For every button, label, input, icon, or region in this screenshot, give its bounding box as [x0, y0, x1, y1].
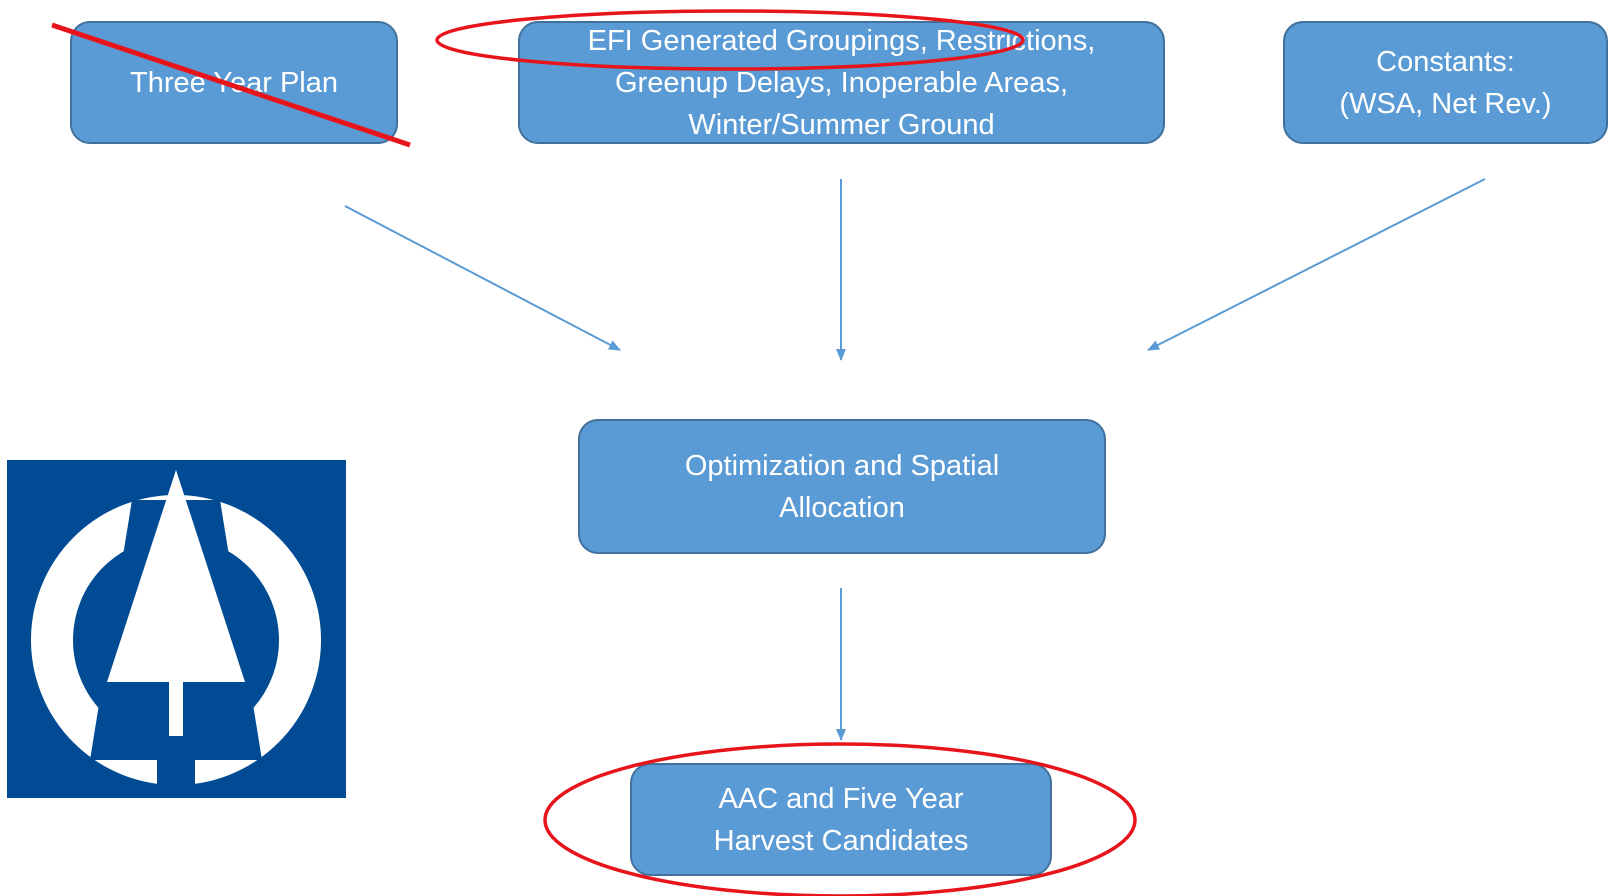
node-efi-line-3: Winter/Summer Ground	[688, 108, 995, 141]
node-aac-harvest: AAC and Five Year Harvest Candidates	[630, 763, 1052, 876]
node-optimization: Optimization and Spatial Allocation	[578, 419, 1106, 554]
node-three-year-plan-line-1: Three Year Plan	[130, 66, 338, 99]
node-constants-line-2: (WSA, Net Rev.)	[1339, 87, 1552, 120]
node-constants: Constants: (WSA, Net Rev.)	[1283, 21, 1608, 144]
edge-constants-to-optimization	[1147, 178, 1486, 351]
node-efi-groupings: EFI Generated Groupings, Restrictions, G…	[518, 21, 1165, 144]
node-optimization-line-1: Optimization and Spatial	[684, 449, 1000, 482]
node-aac-line-2: Harvest Candidates	[713, 824, 969, 857]
node-efi-line-1: EFI Generated Groupings, Restrictions,	[587, 24, 1096, 57]
edge-three-year-plan-to-optimization	[344, 205, 621, 351]
node-optimization-line-2: Allocation	[779, 491, 905, 524]
node-three-year-plan: Three Year Plan	[70, 21, 398, 144]
node-aac-line-1: AAC and Five Year	[718, 782, 964, 815]
tree-in-circle-icon	[7, 460, 346, 798]
node-efi-line-2: Greenup Delays, Inoperable Areas,	[615, 66, 1068, 99]
node-constants-line-1: Constants:	[1376, 45, 1515, 78]
